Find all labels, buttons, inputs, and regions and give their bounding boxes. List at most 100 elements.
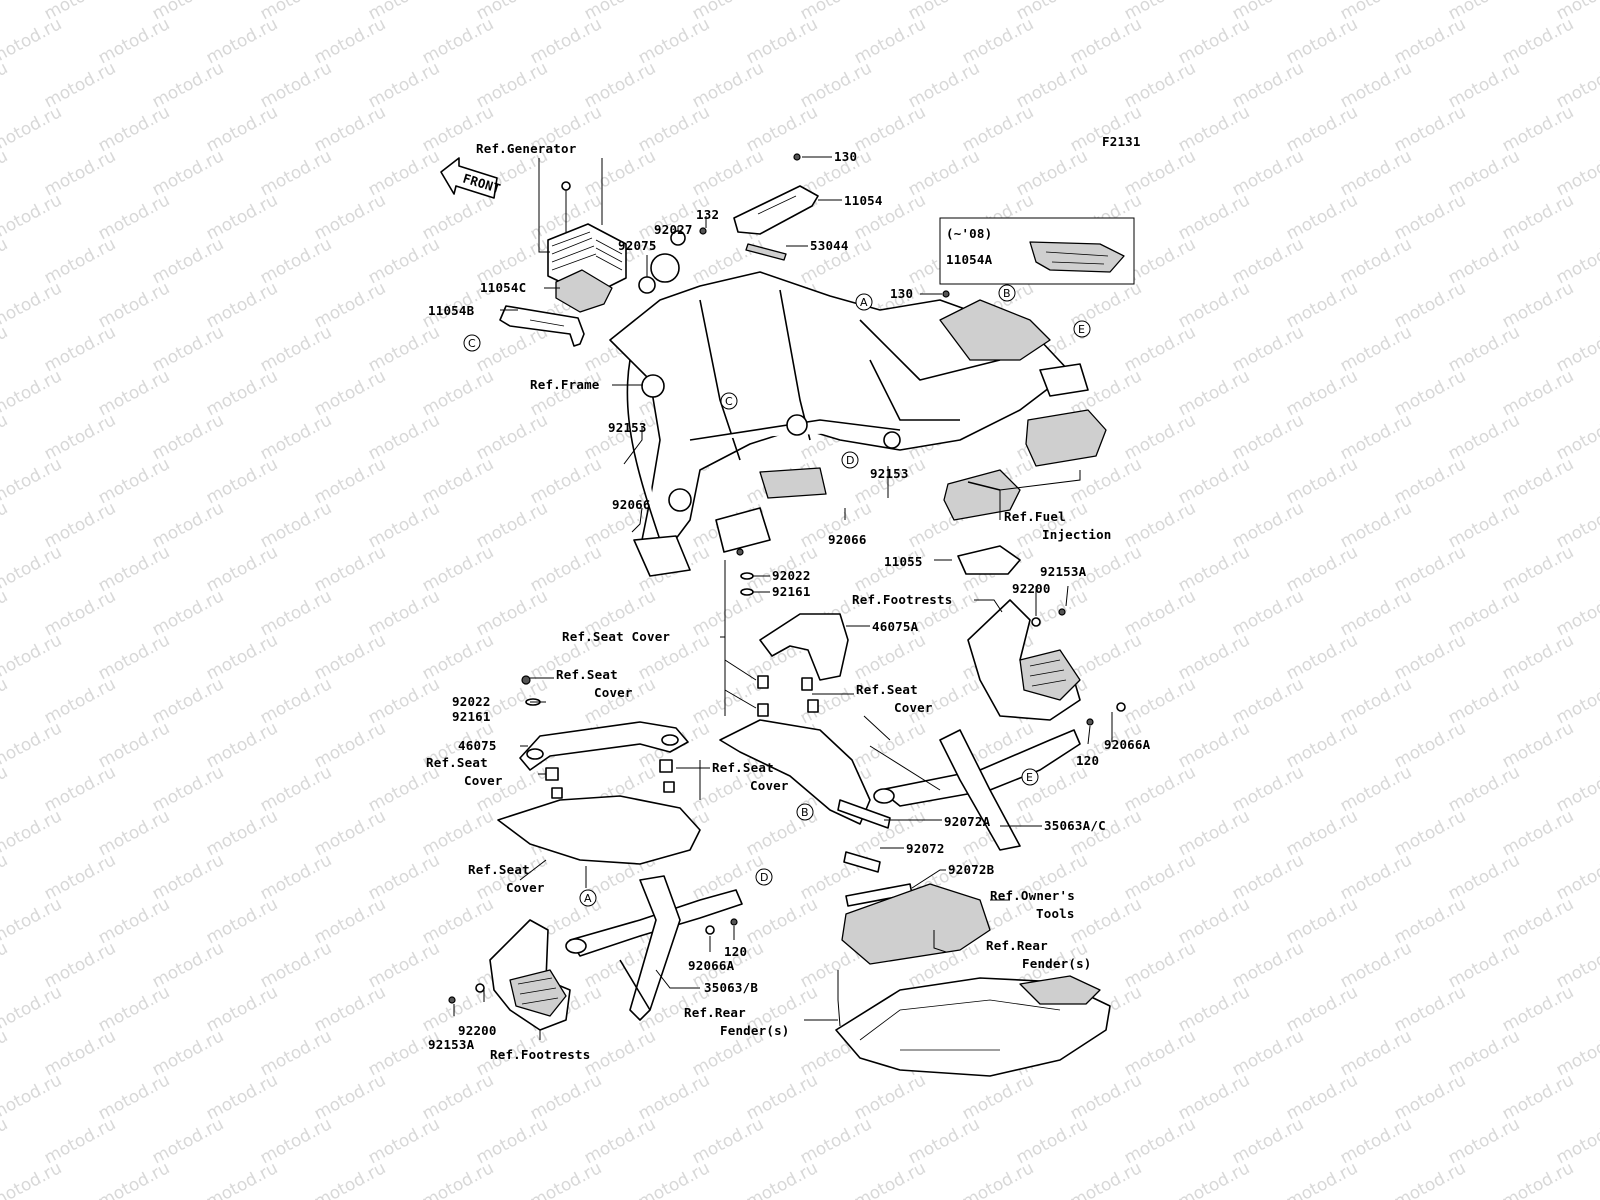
footrest-bracket-left: [489, 919, 571, 1031]
svg-text:B: B: [1003, 287, 1011, 300]
watermark-text: motod.ru: [0, 366, 65, 420]
label-ref-seat-c1: Ref.Seat: [426, 755, 488, 770]
watermark-text: motod.ru: [1553, 1026, 1600, 1080]
damper-r2: [663, 781, 675, 793]
watermark-text: motod.ru: [0, 762, 11, 816]
label-92072a: 92072A: [944, 814, 991, 829]
bolt-130-top: [793, 153, 801, 161]
watermark-text: motod.ru: [0, 454, 65, 508]
damper-r1: [659, 759, 673, 773]
watermark-text: motod.ru: [1175, 1158, 1253, 1200]
watermark-text: motod.ru: [0, 850, 11, 904]
reference-circles: A B E C C D B E A D: [463, 284, 1091, 907]
watermark-text: motod.ru: [0, 1026, 11, 1080]
label-inset: (~'08): [946, 226, 992, 241]
regulator-rectifier: [547, 181, 627, 313]
ref-circle-a-top: A: [855, 293, 873, 311]
watermark-text: motod.ru: [311, 1158, 389, 1200]
label-92161-t: 92161: [772, 584, 811, 599]
watermark-text: motod.ru: [1499, 1158, 1577, 1200]
label-92072b: 92072B: [948, 862, 995, 877]
label-ref-rear-f2b: Fender(s): [720, 1023, 790, 1038]
watermark-text: motod.ru: [95, 1158, 173, 1200]
label-92022-l: 92022: [452, 694, 491, 709]
watermark-text: motod.ru: [851, 1158, 929, 1200]
bolt-132: [699, 227, 707, 235]
rear-fender: [835, 975, 1111, 1077]
bolt-92066a-l: [705, 925, 715, 935]
watermark-text: motod.ru: [0, 542, 65, 596]
tool-cover: [841, 883, 991, 965]
main-frame: [609, 253, 1089, 577]
label-ref-seat-b2: Cover: [894, 700, 933, 715]
bolt-92153a-r: [1058, 608, 1066, 616]
washer-92200-l: [475, 983, 485, 993]
label-ref-generator: Ref.Generator: [476, 141, 577, 156]
label-ref-owners-1: Ref.Owner's: [990, 888, 1075, 903]
label-92066-l: 92066: [612, 497, 651, 512]
svg-text:D: D: [760, 871, 768, 884]
ref-circle-d-low: D: [755, 868, 773, 886]
ecu-blocks: [943, 409, 1107, 521]
washer-92200-r: [1031, 617, 1041, 627]
label-120-l: 120: [724, 944, 747, 959]
watermark-text: motod.ru: [1553, 850, 1600, 904]
watermark-text: motod.ru: [1553, 938, 1600, 992]
label-ref-seat-b1: Ref.Seat: [856, 682, 918, 697]
bolt-120-r: [1086, 718, 1094, 726]
label-92153a-r: 92153A: [1040, 564, 1087, 579]
watermark-text: motod.ru: [0, 146, 11, 200]
watermark-text: motod.ru: [0, 982, 65, 1036]
watermark-text: motod.ru: [1283, 1158, 1361, 1200]
watermark-text: motod.ru: [0, 1158, 65, 1200]
label-ref-rear-f1a: Ref.Rear: [986, 938, 1048, 953]
bolt-120-l: [730, 918, 738, 926]
svg-text:A: A: [584, 892, 592, 905]
label-130-mid: 130: [890, 286, 913, 301]
label-92066a-r: 92066A: [1104, 737, 1151, 752]
label-ref-seat-e2: Cover: [506, 880, 545, 895]
svg-text:E: E: [1078, 323, 1085, 336]
label-35063b: 35063/B: [704, 980, 758, 995]
watermark-text: motod.ru: [0, 586, 11, 640]
damper-l1: [545, 767, 559, 781]
ref-circle-b-low: B: [796, 803, 814, 821]
label-ref-fuel-2: Injection: [1042, 527, 1112, 542]
svg-text:C: C: [468, 337, 476, 350]
watermark-text: motod.ru: [0, 498, 11, 552]
label-figure-code: F2131: [1102, 134, 1141, 149]
label-ref-owners-2: Tools: [1036, 906, 1075, 921]
label-92200-r: 92200: [1012, 581, 1051, 596]
label-35063ac: 35063A/C: [1044, 818, 1106, 833]
footrest-bracket-right: [967, 599, 1081, 721]
label-53044: 53044: [810, 238, 849, 253]
subframe-right: [873, 729, 1081, 851]
watermark-text: motod.ru: [0, 58, 11, 112]
watermark-text: motod.ru: [1553, 322, 1600, 376]
label-11054c: 11054C: [480, 280, 526, 295]
bolt-92022-l: [521, 675, 531, 685]
label-ref-footrests-b: Ref.Footrests: [490, 1047, 590, 1062]
svg-text:A: A: [860, 296, 868, 309]
watermark-text: motod.ru: [419, 1158, 497, 1200]
watermark-text: motod.ru: [635, 1158, 713, 1200]
svg-text:E: E: [1026, 771, 1033, 784]
watermark-text: motod.ru: [1553, 586, 1600, 640]
side-cover-left: [497, 795, 701, 865]
label-92027: 92027: [654, 222, 693, 237]
watermark-text: motod.ru: [1067, 1158, 1145, 1200]
label-130-top: 130: [834, 149, 857, 164]
watermark-text: motod.ru: [1553, 498, 1600, 552]
label-92153-r: 92153: [870, 466, 909, 481]
label-92200-l: 92200: [458, 1023, 497, 1038]
label-ref-seat-d1: Ref.Seat: [712, 760, 774, 775]
label-92153-l: 92153: [608, 420, 647, 435]
trim-46075a: [759, 613, 849, 681]
ref-circle-c-left: C: [463, 334, 481, 352]
watermark-text: motod.ru: [1391, 1158, 1469, 1200]
label-ref-seat-a1: Ref.Seat: [556, 667, 618, 682]
collar-92075: [638, 276, 656, 294]
strap-92072a: [837, 799, 891, 829]
